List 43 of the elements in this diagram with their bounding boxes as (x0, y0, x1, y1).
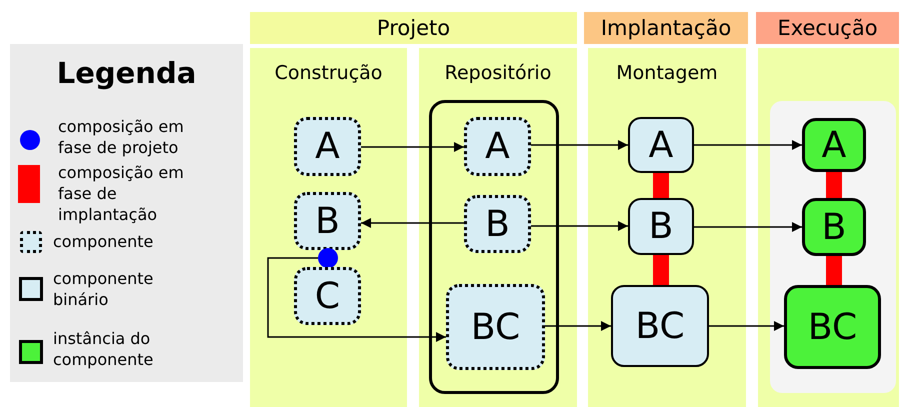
binary-component-box: B (628, 198, 694, 255)
arrow (361, 218, 464, 228)
phase-band: Implantação (584, 12, 748, 44)
arrow (531, 221, 628, 231)
legend-text: componente binário (53, 268, 154, 310)
instance-box: B (802, 198, 866, 256)
binary-component-box: A (628, 117, 694, 173)
column-heading: Repositório (444, 62, 552, 84)
legend-text: composição em fase de implantação (58, 162, 185, 225)
component-box: BC (446, 284, 545, 370)
column-heading: Montagem (615, 62, 719, 84)
binary-component-box: BC (611, 285, 709, 367)
arrow (361, 142, 464, 152)
component-box: A (464, 117, 531, 176)
legend-title: Legenda (56, 56, 198, 90)
component-box: B (464, 195, 531, 253)
arrow (709, 321, 784, 331)
phase-band: Projeto (250, 12, 577, 44)
arrow (694, 222, 802, 232)
composition-bar (653, 255, 669, 285)
phase-band: Execução (756, 12, 899, 44)
instance-box: BC (784, 285, 881, 369)
arrow (545, 321, 611, 331)
arrow (531, 140, 628, 150)
arrow (267, 257, 446, 342)
repository-box (429, 100, 559, 394)
execution-panel (770, 101, 896, 393)
composition-dot (318, 248, 338, 268)
composition-bar (826, 256, 842, 285)
column-panel (588, 48, 746, 407)
composition-bar (826, 172, 842, 198)
composition-bar (653, 173, 669, 198)
column-panel (419, 48, 577, 407)
component-box: C (294, 267, 361, 325)
legend-text: instância do componente (53, 328, 154, 370)
legend-text: componente (53, 231, 154, 252)
column-panel (250, 48, 407, 407)
arrow (694, 140, 802, 150)
column-heading: Construção (274, 62, 384, 84)
instance-box: A (802, 118, 866, 172)
column-panel (758, 48, 899, 407)
component-box: B (294, 192, 361, 250)
component-box: A (294, 117, 361, 176)
